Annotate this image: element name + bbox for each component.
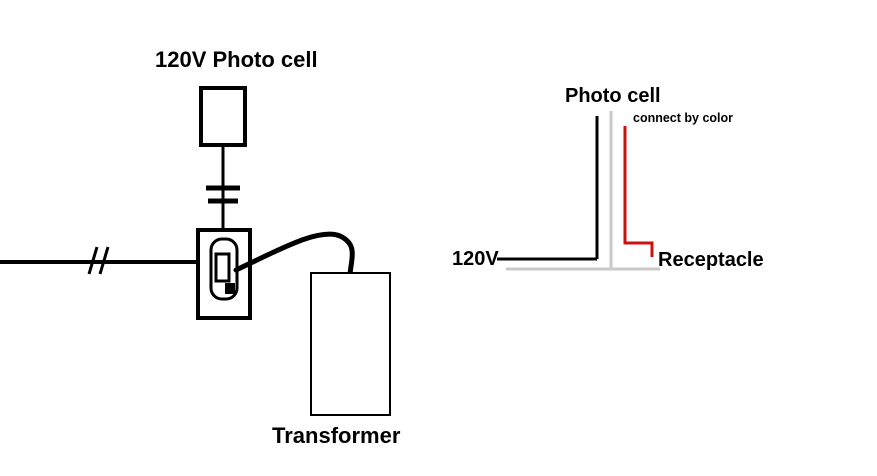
break-slash-right: [98, 246, 110, 275]
break-slash-left: [87, 246, 99, 275]
right-schematic: Photo cell connect by color 120V Recepta…: [452, 85, 764, 271]
receptacle-terminal: [225, 283, 235, 294]
receptacle-label: Receptacle: [658, 249, 764, 271]
receptacle-slot: [214, 252, 231, 283]
right-title-label: Photo cell: [565, 85, 661, 107]
left-schematic: 120V Photo cell: [0, 47, 401, 448]
red-wire: [623, 126, 654, 257]
transformer-cord: [233, 231, 355, 277]
left-title-label: 120V Photo cell: [155, 47, 318, 72]
transformer-label: Transformer: [272, 423, 401, 448]
transformer-box: [310, 272, 391, 416]
receptacle-box: [196, 228, 252, 320]
connect-by-color-label: connect by color: [633, 111, 733, 125]
voltage-label: 120V: [452, 248, 499, 270]
photo-cell-box: [199, 86, 247, 147]
